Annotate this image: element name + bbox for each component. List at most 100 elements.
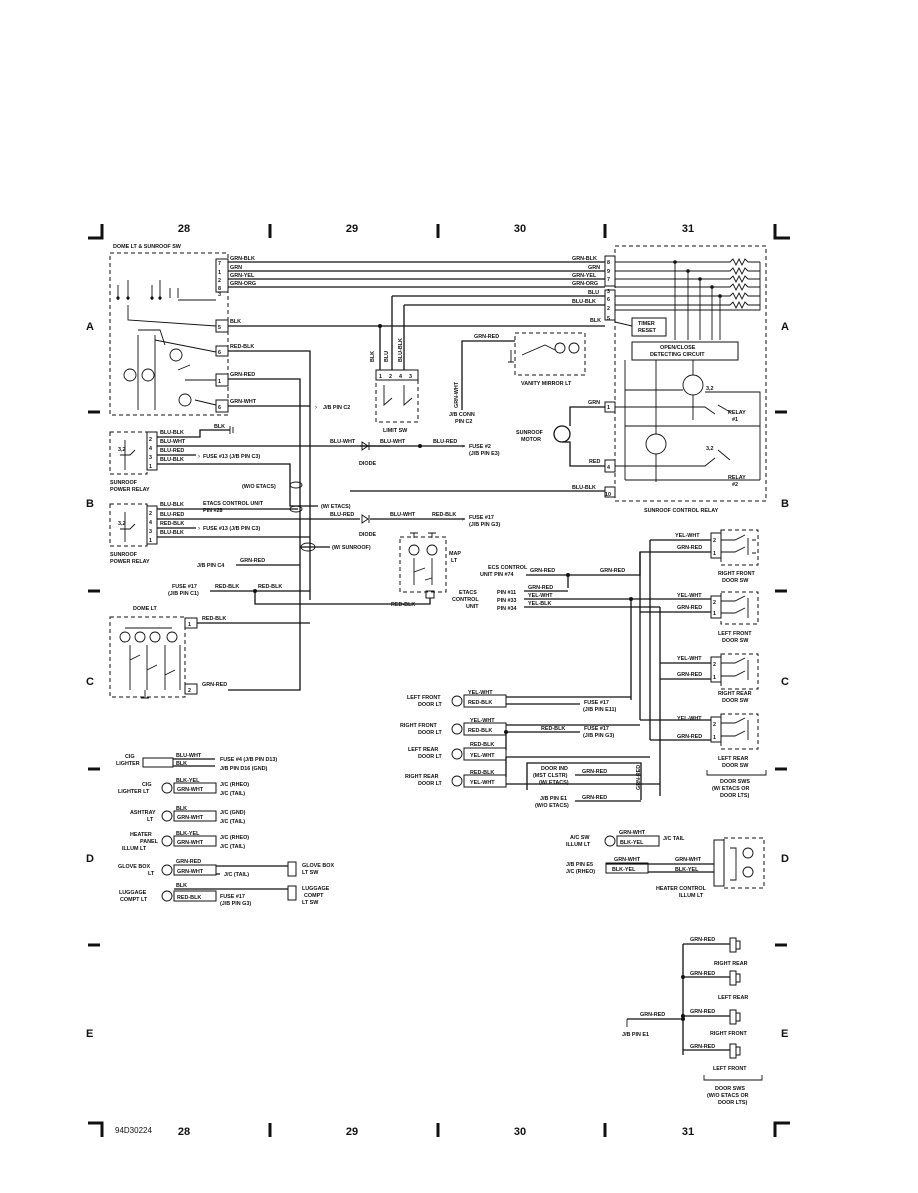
diagram-label: GRN [230, 265, 242, 271]
diagram-label: J/C (RHEO) [220, 835, 249, 841]
diagram-label: BLU-BLK [572, 485, 596, 491]
diagram-label: FUSE #2 [469, 444, 491, 450]
diagram-label: YEL-WHT [470, 780, 495, 786]
col-31-top: 31 [682, 223, 694, 235]
diagram-label: GRN-ORG [230, 281, 256, 287]
diagram-label: J/C (TAIL) [220, 844, 245, 850]
diagram-label: FUSE #17 [584, 700, 609, 706]
diagram-label: 2 [713, 662, 716, 668]
sheet-code: 94D30224 [115, 1126, 152, 1135]
row-d-right: D [781, 853, 789, 865]
diagram-label: RED-BLK [258, 584, 282, 590]
diagram-label: CIG [142, 782, 152, 788]
row-c-right: C [781, 676, 789, 688]
diagram-label: 2 [149, 511, 152, 517]
diagram-label: FUSE #13 (J/B PIN C3) [203, 454, 260, 460]
diagram-label: LEFT REAR [718, 756, 748, 762]
heater-control-illum: A/C SW ILLUM LT GRN-WHT BLK-YEL J/C TAIL… [566, 830, 765, 899]
diagram-label: PIN #28 [203, 508, 222, 514]
diagram-label: SUNROOF [110, 552, 138, 558]
diagram-label: LEFT REAR [408, 747, 438, 753]
diagram-label: 3 [409, 374, 412, 380]
diagram-label: RELAY [728, 410, 746, 416]
diagram-label: ASHTRAY [130, 810, 156, 816]
diagram-label: RELAY [728, 475, 746, 481]
diagram-label: (W/O ETACS OR [707, 1093, 749, 1099]
diagram-label: DOOR LT [418, 702, 443, 708]
diagram-label: 2 [607, 306, 610, 312]
diagram-label: 3 [149, 455, 152, 461]
diagram-label: VANITY MIRROR LT [521, 381, 572, 387]
diagram-label: 1 [149, 538, 152, 544]
diagram-label: GLOVE BOX [302, 863, 334, 869]
diagram-label: GRN-RED [677, 545, 702, 551]
diagram-label: DOOR LT [418, 781, 443, 787]
left-rear-door-sw: 21 YEL-WHT GRN-RED LEFT REAR DOOR SW [677, 713, 759, 769]
diagram-label: DIODE [359, 461, 376, 467]
diagram-label: GRN-WHT [230, 399, 257, 405]
diagram-label: YEL-WHT [675, 533, 700, 539]
diagram-label: GRN [588, 265, 600, 271]
diagram-label: RED-BLK [177, 895, 201, 901]
diagram-label: 1 [607, 405, 610, 411]
diagram-label: SUNROOF [516, 430, 544, 436]
diagram-label: DOOR IND [541, 766, 568, 772]
diagram-label: RIGHT REAR [718, 691, 752, 697]
diagram-label: RED-BLK [541, 726, 565, 732]
diagram-label: GRN-RED [528, 585, 553, 591]
etacs-control-unit: ECS CONTROL UNIT PIN #74 GRN-RED GRN-RED… [452, 539, 711, 796]
diagram-label: LEFT REAR [718, 995, 748, 1001]
diagram-label: DOOR LTS) [718, 1100, 747, 1106]
map-lt: MAP LT [399, 532, 461, 599]
diagram-label: COMPT [304, 893, 324, 899]
diagram-label: GRN-WHT [177, 840, 204, 846]
diagram-label: J/B PIN C4 [197, 563, 224, 569]
grid-frame: 28 29 30 31 28 29 30 31 A B C D E A B C … [86, 223, 790, 1138]
diagram-label: (J/B PIN E11) [583, 707, 616, 713]
door-switches-no-etacs: GRN-RED GRN-RED GRN-RED GRN-RED GRN-RED … [622, 937, 763, 1106]
diagram-label: GRN-YEL [572, 273, 597, 279]
diagram-label: 6 [607, 297, 610, 303]
diagram-label: GRN-RED [600, 568, 625, 574]
diagram-label: J/B PIN E5 [566, 862, 593, 868]
diagram-label: (W/ ETACS) [321, 504, 351, 510]
diagram-label: 6 [218, 350, 221, 356]
diagram-label: LIGHTER [116, 761, 140, 767]
door-lights: LEFT FRONT DOOR LT YEL-WHT RED-BLK FUSE … [400, 690, 660, 809]
diagram-label: COMPT LT [120, 897, 148, 903]
diagram-label: (MST CLSTR) [533, 773, 568, 779]
diagram-label: 3,2 [118, 521, 126, 527]
diagram-label: ILLUM LT [566, 842, 591, 848]
diagram-label: J/C (GND) [220, 810, 246, 816]
diagram-label: DIODE [359, 532, 376, 538]
diagram-label: › [462, 517, 464, 523]
diagram-label: ILLUM LT [679, 893, 704, 899]
diagram-label: DOOR SW [722, 578, 749, 584]
right-front-door-sw: 21 YEL-WHT GRN-RED RIGHT FRONT DOOR SW [675, 529, 759, 584]
diagram-label: 7 [218, 261, 221, 267]
diagram-label: GRN-RED [230, 372, 255, 378]
diagram-label: J/C (RHEO) [220, 782, 249, 788]
diagram-label: BLU-BLK [160, 530, 184, 536]
row-e-left: E [86, 1028, 93, 1040]
diagram-label: YEL-WHT [677, 656, 702, 662]
diagram-label: DETECTING CIRCUIT [650, 352, 705, 358]
diagram-label: 5 [218, 325, 221, 331]
diagram-label: 3,2 [706, 446, 714, 452]
diagram-label: RED-BLK [230, 344, 254, 350]
vanity-mirror-lt: GRN-WHT GRN-RED J/B CONN PIN C2 VANITY M… [449, 332, 586, 425]
diagram-label: RED-BLK [391, 602, 415, 608]
diagram-label: ETACS CONTROL UNIT [203, 501, 264, 507]
diagram-label: RED-BLK [468, 700, 492, 706]
accessory-lights: CIG LIGHTER BLU-WHT BLK FUSE #4 (J/B PIN… [116, 753, 334, 907]
diagram-label: BLK [214, 424, 225, 430]
diagram-label: GRN-ORG [572, 281, 598, 287]
sunroof-option-wires: (W/ SUNROOF) J/B PIN C4 GRN-RED FUSE #17… [168, 542, 431, 608]
diagram-label: BLK-YEL [620, 840, 644, 846]
diagram-label: GRN-RED [582, 795, 607, 801]
diagram-label: GRN-WHT [614, 857, 641, 863]
diagram-label: GRN-YEL [230, 273, 255, 279]
dome-lt-sunroof-sw: DOME LT & SUNROOF SW 7 1 2 8 3 5 6 1 6 [109, 244, 229, 416]
diagram-label: 1 [713, 611, 716, 617]
diagram-label: LEFT FRONT [713, 1066, 747, 1072]
